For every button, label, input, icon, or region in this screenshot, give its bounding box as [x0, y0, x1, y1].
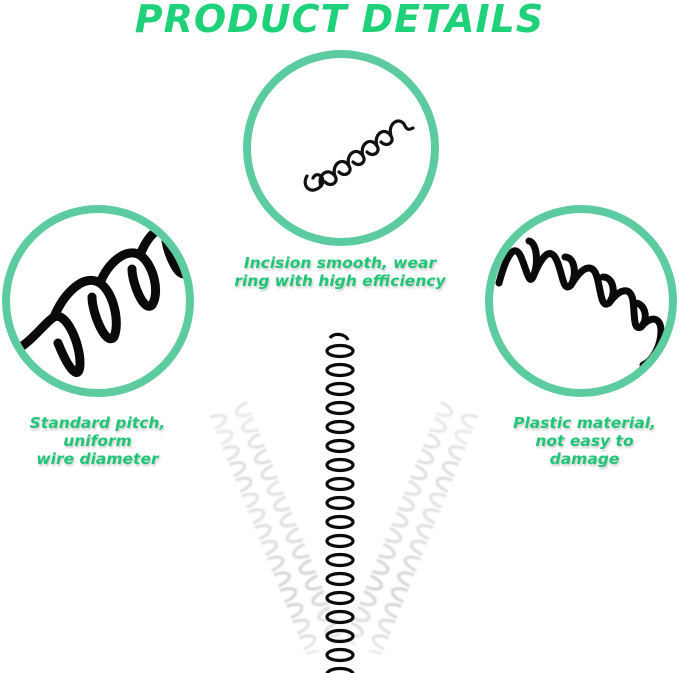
feature-circle-left [2, 205, 194, 397]
right-faded-coil [344, 400, 479, 657]
feature-circle-right [485, 205, 677, 397]
feature-caption-right: Plastic material, not easy to damage [492, 414, 677, 468]
spring-closeup-icon [303, 119, 415, 192]
caption-line: Standard pitch, [29, 414, 166, 432]
caption-line: ring with high efficiency [234, 272, 446, 290]
left-faded-coil [209, 400, 344, 657]
page-title: PRODUCT DETAILS [134, 0, 545, 41]
caption-line: not easy to [535, 432, 634, 450]
caption-line: Incision smooth, wear [243, 254, 437, 272]
feature-caption-top: Incision smooth, wear ring with high eff… [200, 254, 480, 290]
caption-line: wire diameter [36, 450, 159, 468]
feature-caption-left: Standard pitch, uniform wire diameter [5, 414, 190, 468]
spring-closeup-icon [10, 213, 186, 377]
spring-closeup-icon [495, 237, 665, 369]
caption-line: Plastic material, [513, 414, 656, 432]
feature-circle-top [243, 50, 439, 246]
caption-line: damage [549, 450, 620, 468]
caption-line: uniform [63, 432, 132, 450]
